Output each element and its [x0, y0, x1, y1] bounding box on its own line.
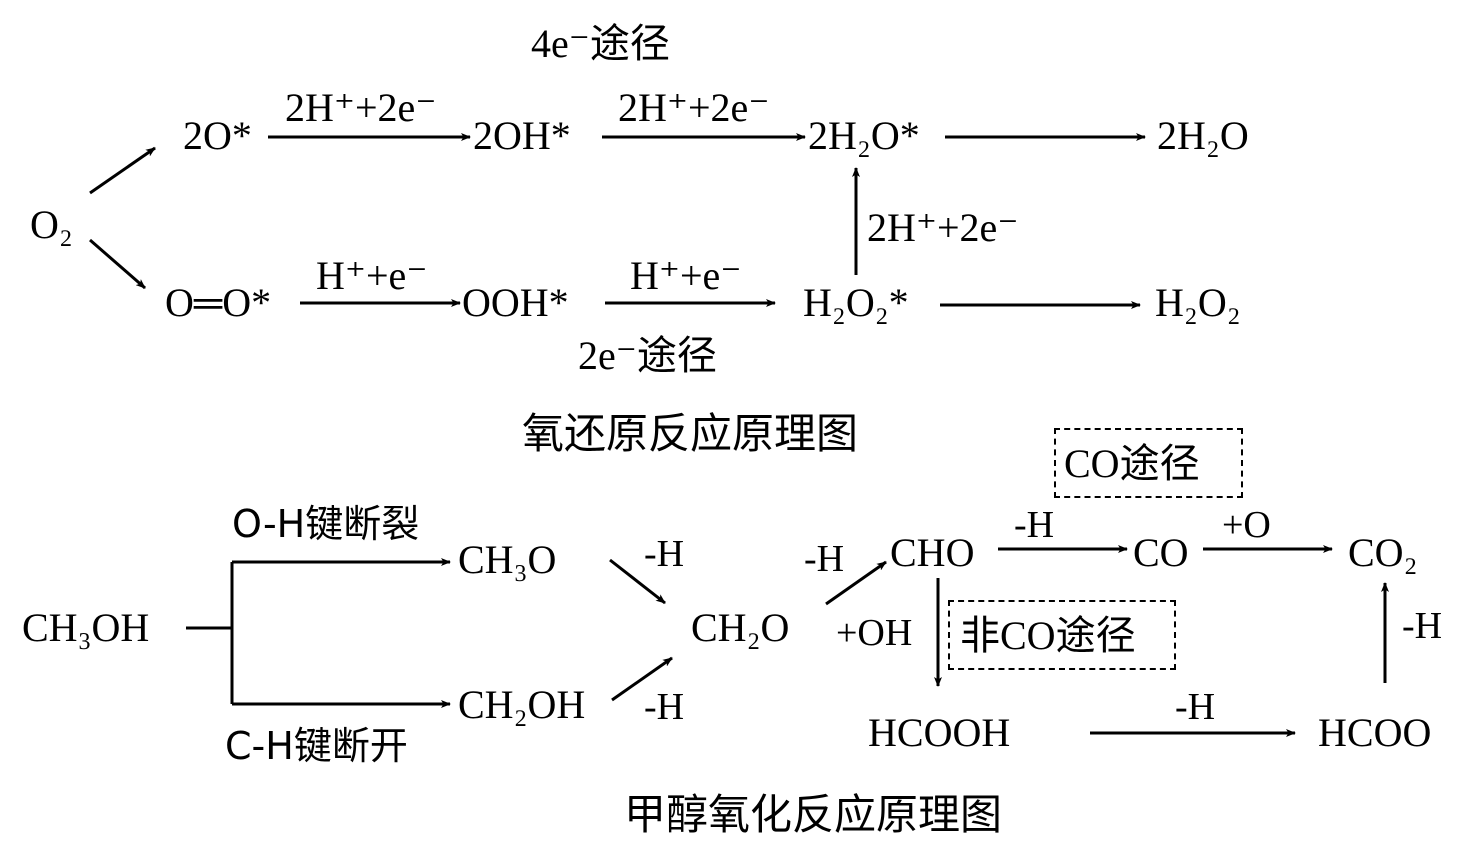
species-hcooh: HCOOH — [868, 710, 1011, 755]
species-2o: 2O* — [183, 113, 252, 158]
label-step-ooh-h2o2: H⁺+e⁻ — [630, 253, 742, 298]
species-o2: O₂ — [30, 202, 73, 247]
species-ch3o: CH₃O — [458, 537, 557, 582]
orr-title: 氧还原反应原理图 — [522, 409, 859, 458]
label-ch-break: C-H键断开 — [225, 724, 408, 768]
label-step-2oh-2h2o: 2H⁺+2e⁻ — [618, 85, 770, 130]
species-ch3oh: CH₃OH — [22, 605, 150, 650]
label-minus-h-ch2oh: -H — [644, 686, 685, 728]
species-hcoo: HCOO — [1318, 710, 1432, 755]
species-h2o2: H₂O₂ — [1155, 280, 1241, 325]
label-minus-h-cho: -H — [1014, 504, 1055, 546]
species-ch2o: CH₂O — [691, 605, 790, 650]
arrow-o2-to-2o — [89, 146, 156, 195]
co-path-box — [1054, 428, 1243, 498]
species-cho: CHO — [890, 530, 975, 575]
mor-title: 甲醇氧化反应原理图 — [624, 790, 1003, 839]
species-co: CO — [1133, 530, 1189, 575]
label-step-h2o2-2h2o: 2H⁺+2e⁻ — [867, 205, 1019, 250]
label-minus-h-hcooh: -H — [1175, 686, 1216, 728]
label-non-co-path: 非CO途径 — [960, 613, 1136, 658]
species-ch2oh: CH₂OH — [458, 682, 586, 727]
species-2h2o: 2H₂O — [1157, 113, 1249, 158]
label-step-o-eq-o-ooh: H⁺+e⁻ — [316, 253, 428, 298]
arrow-ch2oh-to-ch2o — [611, 656, 673, 702]
label-plus-o: +O — [1222, 504, 1271, 546]
species-2h2o-ads: 2H₂O* — [808, 113, 920, 158]
species-h2o2-ads: H₂O₂* — [803, 280, 909, 325]
species-co2: CO₂ — [1348, 530, 1418, 575]
label-minus-h-hcoo: -H — [1402, 605, 1443, 647]
label-minus-h-ch2o: -H — [804, 538, 845, 580]
arrow-ch3o-to-ch2o — [609, 558, 666, 605]
label-oh-break: O-H键断裂 — [232, 502, 420, 546]
label-plus-oh: +OH — [836, 612, 913, 654]
non-co-path-box — [948, 600, 1176, 670]
species-ooh: OOH* — [462, 280, 569, 325]
arrow-o2-to-o-eq-o — [89, 238, 146, 290]
label-minus-h-ch3o: -H — [644, 533, 685, 575]
label-step-2o-2oh: 2H⁺+2e⁻ — [285, 85, 437, 130]
species-2oh: 2OH* — [473, 113, 571, 158]
arrow-ch2o-to-cho — [825, 560, 887, 606]
label-co-path: CO途径 — [1064, 441, 1200, 486]
label-4e-path: 4e⁻途径 — [531, 21, 670, 66]
species-o-eq-o: O═O* — [165, 280, 272, 325]
label-2e-path: 2e⁻途径 — [578, 333, 717, 378]
